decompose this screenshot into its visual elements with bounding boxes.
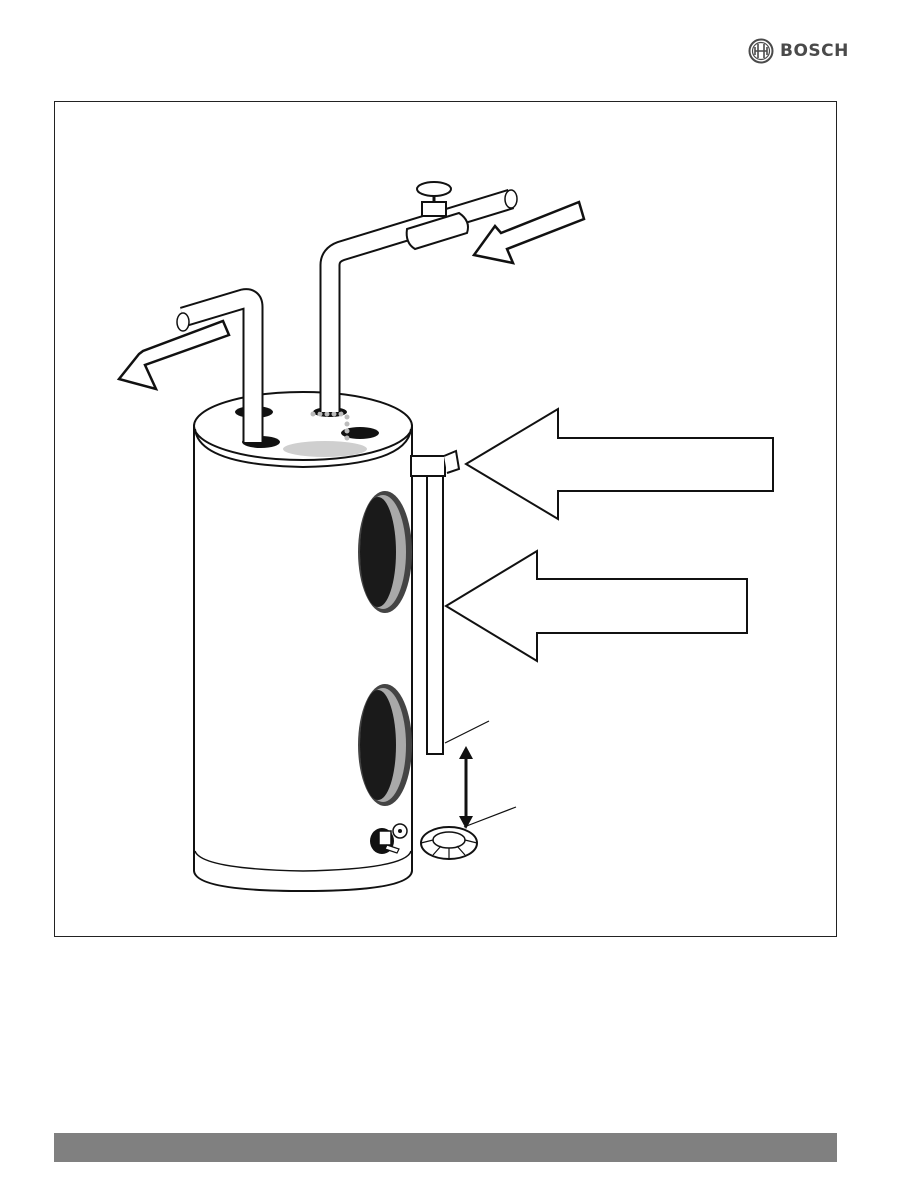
vertical-double-arrow-icon: [459, 746, 473, 829]
hot-water-outlet-arrow-icon: [119, 321, 229, 389]
upper-hatch: [358, 491, 412, 613]
pipe-pointer-arrow-icon: [446, 551, 747, 661]
lower-hatch: [358, 684, 412, 806]
drain-cup: [421, 827, 477, 859]
footer-bar: [54, 1133, 837, 1162]
cylinder-illustration: [55, 102, 836, 936]
safety-valve: [411, 451, 459, 476]
stop-valve: [407, 182, 468, 249]
bosch-armature-logo-icon: [748, 38, 774, 64]
figure-frame: [54, 101, 837, 937]
overflow-pipe: [427, 476, 443, 754]
brand-name: BOSCH: [780, 41, 849, 61]
brand-logo: BOSCH: [748, 36, 849, 66]
leader-line: [445, 721, 489, 743]
valve-pointer-arrow-icon: [466, 409, 773, 519]
